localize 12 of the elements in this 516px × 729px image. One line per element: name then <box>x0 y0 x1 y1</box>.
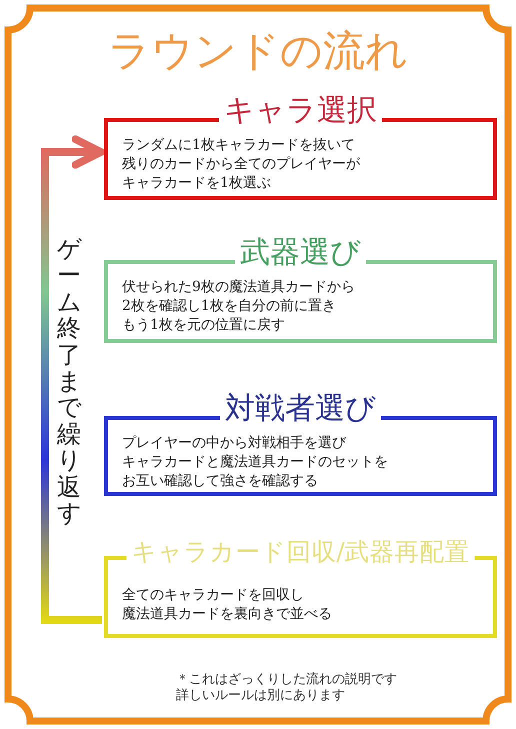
step-heading: キャラ選択 <box>223 93 378 128</box>
step-description: ランダムに1枚キャラカードを抜いて残りのカードから全てのプレイヤーがキャラカードを1枚選ぶ <box>122 136 361 193</box>
step-heading: キャラカード回収/武器再配置 <box>130 537 471 566</box>
step-heading: 対戦者選び <box>224 391 377 426</box>
step-heading: 武器選び <box>239 235 362 270</box>
loop-arrow <box>41 135 105 624</box>
edge-label: ゲーム終了まで繰り返す <box>57 236 81 526</box>
diagram-title: ラウンドの流れ <box>107 30 409 72</box>
footnote: ＊これはざっくりした流れの説明です詳しいルールは別にあります <box>176 672 398 704</box>
step-description: 全てのキャラカードを回収し魔法道具カードを裏向きで並べる <box>122 586 333 624</box>
step-description: 伏せられた9枚の魔法道具カードから2枚を確認し1枚を自分の前に置きもう1枚を元の位置に戻す <box>122 278 356 335</box>
step-description: プレイヤーの中から対戦相手を選びキャラカードと魔法道具カードのセットをお互い確認して強さを確認する <box>122 434 389 491</box>
